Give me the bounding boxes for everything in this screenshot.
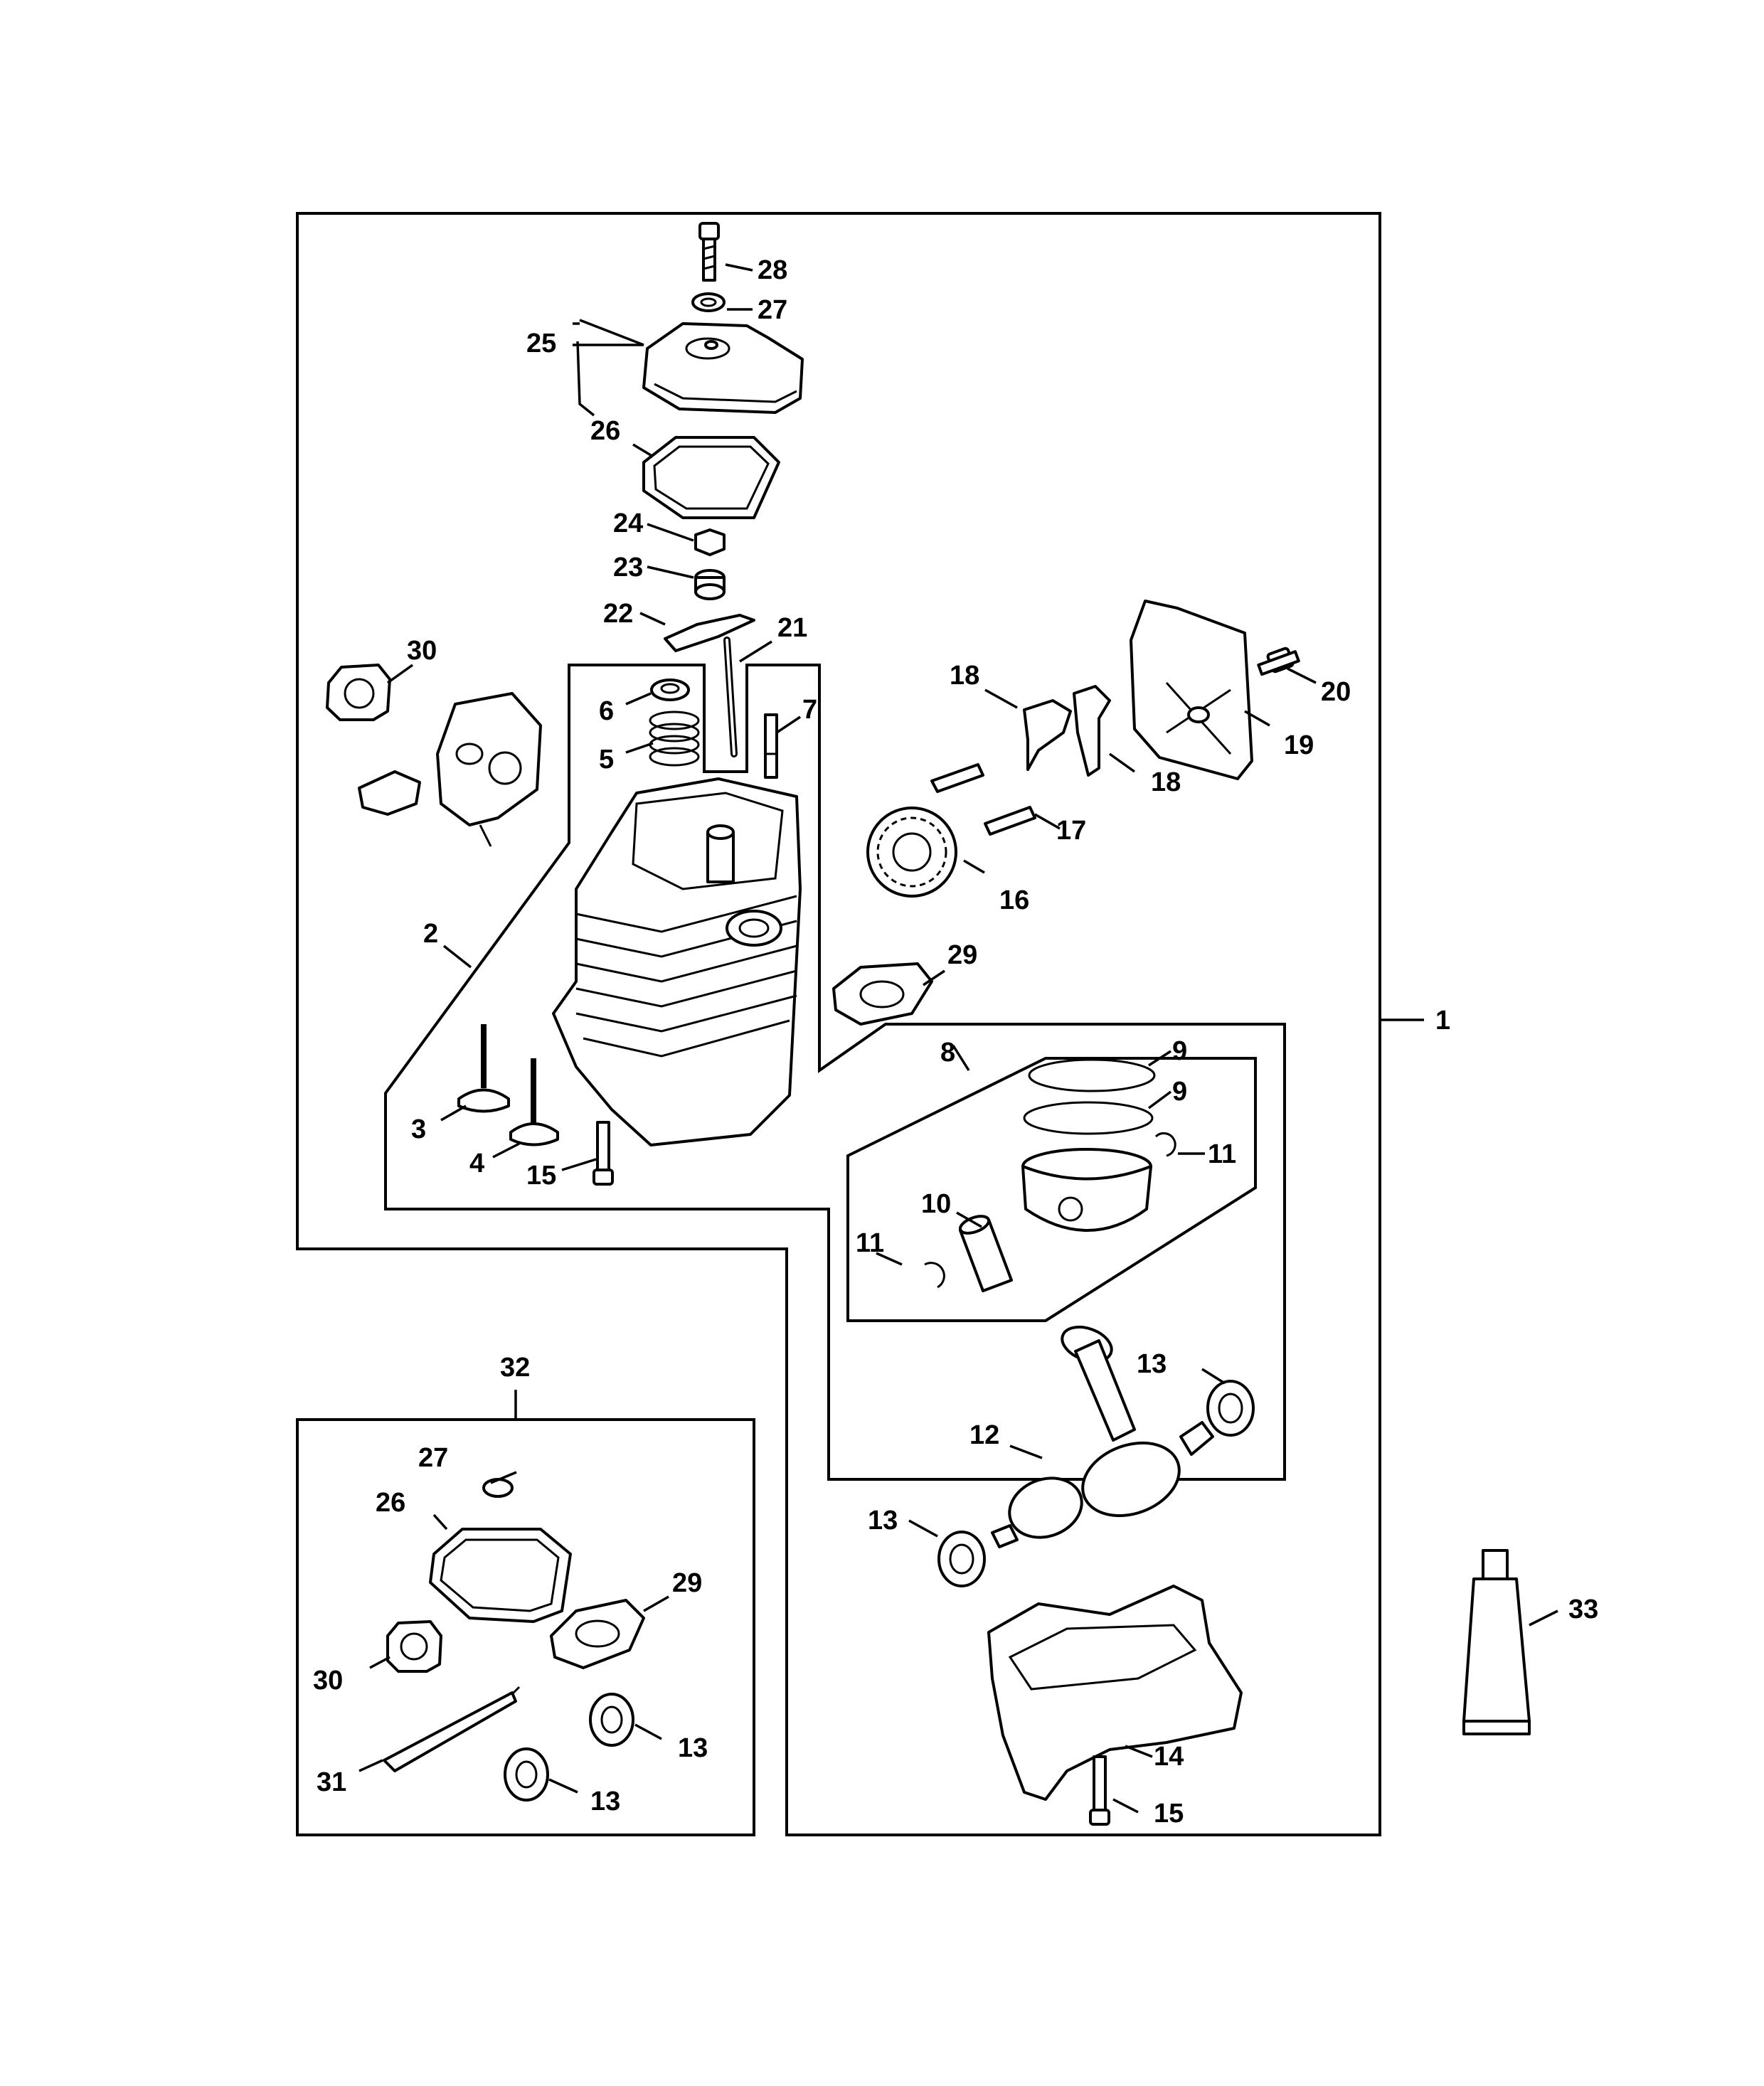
valve-cover-part-25 xyxy=(642,322,804,414)
callout-18-left: 18 xyxy=(950,661,979,691)
screw-part-15-lower xyxy=(1089,1755,1110,1826)
callout-31: 31 xyxy=(317,1767,346,1797)
callout-12: 12 xyxy=(969,1420,999,1450)
rocker-part-18-left xyxy=(1023,699,1072,771)
frame-assembly-1 xyxy=(296,212,1381,1836)
gasket-part-29-kit xyxy=(550,1599,645,1669)
callout-27: 27 xyxy=(758,295,787,325)
callout-14: 14 xyxy=(1154,1742,1184,1772)
leader-lines xyxy=(358,263,1558,1814)
callout-9b: 9 xyxy=(1172,1077,1187,1107)
seal-part-13-lower xyxy=(937,1531,986,1587)
retainer-part-6 xyxy=(650,679,690,701)
crankcase-part-14 xyxy=(987,1585,1243,1801)
screw-part-20 xyxy=(1257,646,1300,676)
gasket-part-26 xyxy=(642,436,780,519)
seal-part-23 xyxy=(694,569,726,600)
callout-13-kit-right: 13 xyxy=(678,1733,708,1763)
callout-15-lower: 15 xyxy=(1154,1799,1184,1829)
gasket-part-26-kit xyxy=(429,1528,572,1623)
callout-13-kit-left: 13 xyxy=(590,1787,620,1816)
stud-part-7 xyxy=(764,713,778,779)
callout-33: 33 xyxy=(1568,1595,1598,1624)
valve-part-4 xyxy=(509,1058,559,1146)
frame-assembly-8 xyxy=(846,1057,1257,1322)
callout-21: 21 xyxy=(777,613,807,643)
callout-13-lower: 13 xyxy=(868,1506,898,1536)
tool-part-31 xyxy=(383,1686,521,1772)
washer-part-27-kit xyxy=(482,1478,514,1498)
valve-part-3 xyxy=(457,1024,510,1113)
callout-28: 28 xyxy=(758,255,787,285)
carburetor-drawing xyxy=(358,692,542,847)
callout-19: 19 xyxy=(1284,730,1314,760)
screw-part-28 xyxy=(698,222,720,282)
circlip-part-11-right xyxy=(1154,1132,1176,1157)
callout-17: 17 xyxy=(1056,816,1086,846)
callout-10: 10 xyxy=(921,1189,951,1219)
callout-24: 24 xyxy=(613,509,643,538)
piston-pin-part-10 xyxy=(958,1215,1013,1292)
rocker-part-18-right xyxy=(1073,685,1111,777)
piston-ring-part-9b xyxy=(1023,1101,1154,1135)
frame-kit-32 xyxy=(296,1418,755,1836)
seal-part-13-kit-left xyxy=(504,1747,549,1802)
callout-8: 8 xyxy=(940,1038,955,1068)
callout-22: 22 xyxy=(603,599,633,629)
piston-drawing xyxy=(1021,1148,1152,1232)
callout-27-kit: 27 xyxy=(418,1443,448,1473)
callout-7: 7 xyxy=(802,695,817,725)
callout-29: 29 xyxy=(947,940,977,970)
callout-2: 2 xyxy=(423,919,438,949)
callout-4: 4 xyxy=(469,1149,484,1178)
callout-11-left: 11 xyxy=(856,1228,884,1258)
callout-16: 16 xyxy=(999,885,1029,915)
callout-5: 5 xyxy=(599,745,614,775)
callout-6: 6 xyxy=(599,696,614,726)
callout-labels: 1 2 3 4 5 6 7 8 9 9 10 11 11 12 13 13 13… xyxy=(313,255,1598,1829)
rocker-arm-part-22 xyxy=(664,614,755,652)
gasket-part-30-kit xyxy=(386,1620,442,1673)
callout-23: 23 xyxy=(613,553,643,582)
callout-30-kit: 30 xyxy=(313,1666,343,1696)
cam-gear-part-16 xyxy=(866,807,957,898)
callout-9a: 9 xyxy=(1172,1036,1187,1066)
callout-32: 32 xyxy=(500,1353,530,1383)
seal-part-13-kit-right xyxy=(589,1693,634,1747)
gasket-part-30-upper xyxy=(326,664,391,721)
callout-20: 20 xyxy=(1321,677,1351,707)
callout-13-upper: 13 xyxy=(1137,1349,1167,1379)
washer-part-27 xyxy=(691,292,726,312)
cylinder-part-2 xyxy=(552,777,802,1146)
crankshaft-part-12 xyxy=(991,1325,1214,1548)
callout-11-right: 11 xyxy=(1208,1139,1236,1169)
callout-26-kit: 26 xyxy=(376,1488,405,1518)
cover-part-19 xyxy=(1130,600,1253,780)
seal-part-13-upper xyxy=(1206,1380,1255,1437)
callout-1: 1 xyxy=(1435,1006,1450,1036)
callout-29-kit: 29 xyxy=(672,1568,702,1598)
callout-26: 26 xyxy=(590,416,620,446)
frame-assembly-2 xyxy=(384,664,1286,1481)
callout-30: 30 xyxy=(407,636,437,666)
gasket-part-29-upper xyxy=(832,962,933,1026)
pin-part-17 xyxy=(930,763,1036,836)
circlip-part-11-left xyxy=(924,1262,945,1289)
grease-tube-part-33 xyxy=(1462,1549,1531,1735)
callout-15-upper: 15 xyxy=(526,1161,556,1191)
callout-18-right: 18 xyxy=(1151,767,1181,797)
callout-3: 3 xyxy=(411,1114,426,1144)
nut-part-24 xyxy=(694,528,726,556)
screw-part-15-upper xyxy=(593,1121,614,1186)
piston-ring-part-9a xyxy=(1028,1058,1156,1092)
valve-spring-part-5 xyxy=(649,711,700,767)
callout-25: 25 xyxy=(526,329,556,358)
